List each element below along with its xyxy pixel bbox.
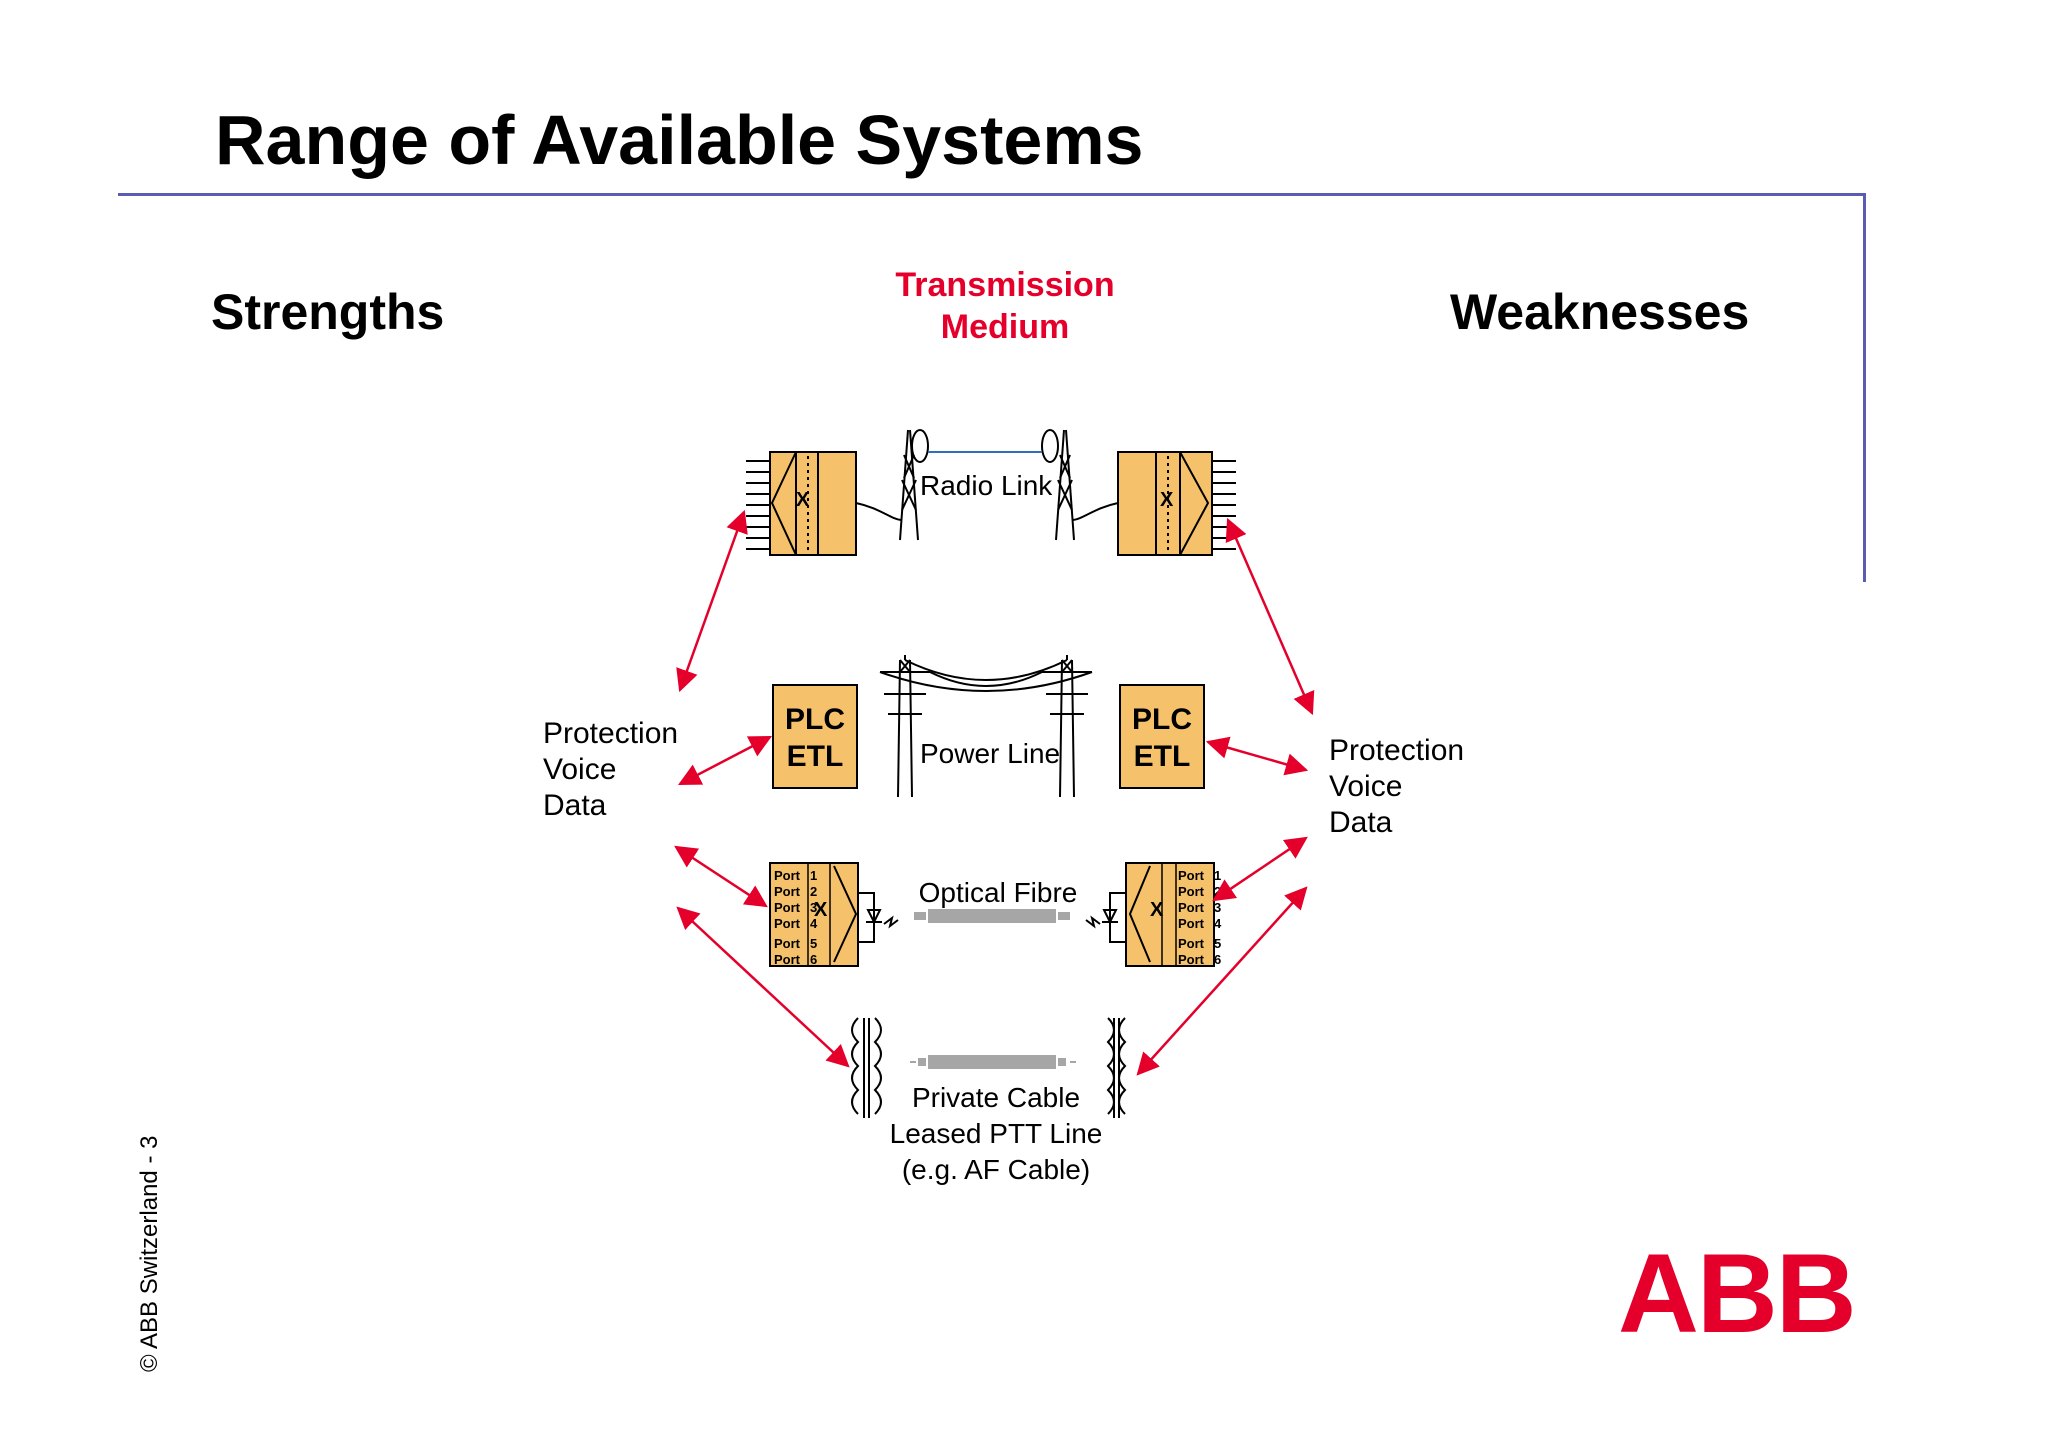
arrow-right-plc [1205, 736, 1309, 776]
port-left-1: Port [774, 868, 801, 883]
af-cable-label: (e.g. AF Cable) [902, 1154, 1090, 1185]
port-right-4: Port [1178, 916, 1205, 931]
power-conductors [879, 659, 1093, 692]
left-endpoint-voice: Voice [543, 753, 617, 786]
right-endpoint-services: Protection Voice Data [1329, 733, 1464, 841]
medium-line-2: Medium [940, 308, 1070, 346]
plc-right: PLC ETL [1119, 684, 1205, 789]
port-right-3: Port [1178, 900, 1205, 915]
plc-right-line1: PLC [1132, 703, 1192, 736]
abb-logo: ABB [1618, 1231, 1857, 1356]
arrow-right-cable [1136, 886, 1308, 1076]
pylon-right [1042, 655, 1092, 798]
title-divider [118, 193, 1866, 196]
private-cable [910, 1055, 1076, 1069]
radio-tower-right [1041, 429, 1119, 541]
optical-fibre-cable [914, 909, 1070, 923]
port-left-num-5: 5 [810, 936, 817, 951]
left-endpoint-data: Data [543, 789, 607, 822]
port-left-4: Port [774, 916, 801, 931]
port-right-num-1: 1 [1214, 868, 1221, 883]
page-title: Range of Available Systems [215, 101, 1144, 179]
radio-link-label: Radio Link [920, 470, 1053, 501]
right-endpoint-protection: Protection [1329, 734, 1465, 767]
radio-right-x: X [1160, 489, 1174, 511]
arrow-left-radio [676, 509, 748, 693]
port-right-num-6: 6 [1214, 952, 1221, 967]
arrow-right-radio [1225, 517, 1315, 716]
arrow-left-fibre [674, 845, 768, 908]
port-right-2: Port [1178, 884, 1205, 899]
vertical-divider [1863, 193, 1866, 582]
radio-mux-left: X [746, 451, 857, 556]
right-endpoint-voice: Voice [1329, 770, 1403, 803]
port-right-num-4: 4 [1214, 916, 1222, 931]
port-left-num-6: 6 [810, 952, 817, 967]
port-right-num-5: 5 [1214, 936, 1221, 951]
fibre-mux-left: Port Port Port Port Port Port 1 2 3 4 5 … [769, 862, 899, 967]
port-right-6: Port [1178, 952, 1205, 967]
port-left-num-2: 2 [810, 884, 817, 899]
right-endpoint-data: Data [1329, 806, 1393, 839]
transmission-medium-heading: Transmission Medium [855, 264, 1155, 348]
left-endpoint-protection: Protection [543, 717, 679, 750]
port-right-5: Port [1178, 936, 1205, 951]
port-left-6: Port [774, 952, 801, 967]
port-right-1: Port [1178, 868, 1205, 883]
private-cable-label: Private Cable [912, 1082, 1080, 1113]
plc-left: PLC ETL [772, 684, 858, 789]
transformer-left [851, 1017, 882, 1118]
strengths-heading: Strengths [211, 284, 445, 340]
arrow-left-plc [678, 735, 772, 786]
plc-left-line2: ETL [787, 740, 844, 773]
port-left-num-1: 1 [810, 868, 817, 883]
port-left-5: Port [774, 936, 801, 951]
pylon-left [880, 655, 930, 798]
transformer-right [1106, 1017, 1127, 1118]
arrow-left-cable [676, 906, 850, 1068]
radio-mux-right: X [1117, 451, 1236, 556]
medium-line-1: Transmission [895, 266, 1115, 304]
fibre-mux-right: Port Port Port Port Port Port 1 2 3 4 5 … [1085, 862, 1222, 967]
leased-line-label: Leased PTT Line [890, 1118, 1103, 1149]
port-left-3: Port [774, 900, 801, 915]
radio-tower-left [855, 429, 929, 541]
optical-fibre-label: Optical Fibre [919, 877, 1078, 908]
plc-right-line2: ETL [1134, 740, 1191, 773]
fibre-right-x: X [1150, 899, 1164, 921]
arrow-right-fibre [1212, 836, 1308, 902]
fibre-left-x: X [814, 899, 828, 921]
weaknesses-heading: Weaknesses [1450, 284, 1750, 340]
left-endpoint-services: Protection Voice Data [543, 716, 678, 824]
port-left-2: Port [774, 884, 801, 899]
copyright-text: © ABB Switzerland - 3 [136, 1135, 163, 1372]
port-right-num-3: 3 [1214, 900, 1221, 915]
power-line-label: Power Line [920, 738, 1060, 769]
radio-left-x: X [796, 489, 810, 511]
plc-left-line1: PLC [785, 703, 845, 736]
